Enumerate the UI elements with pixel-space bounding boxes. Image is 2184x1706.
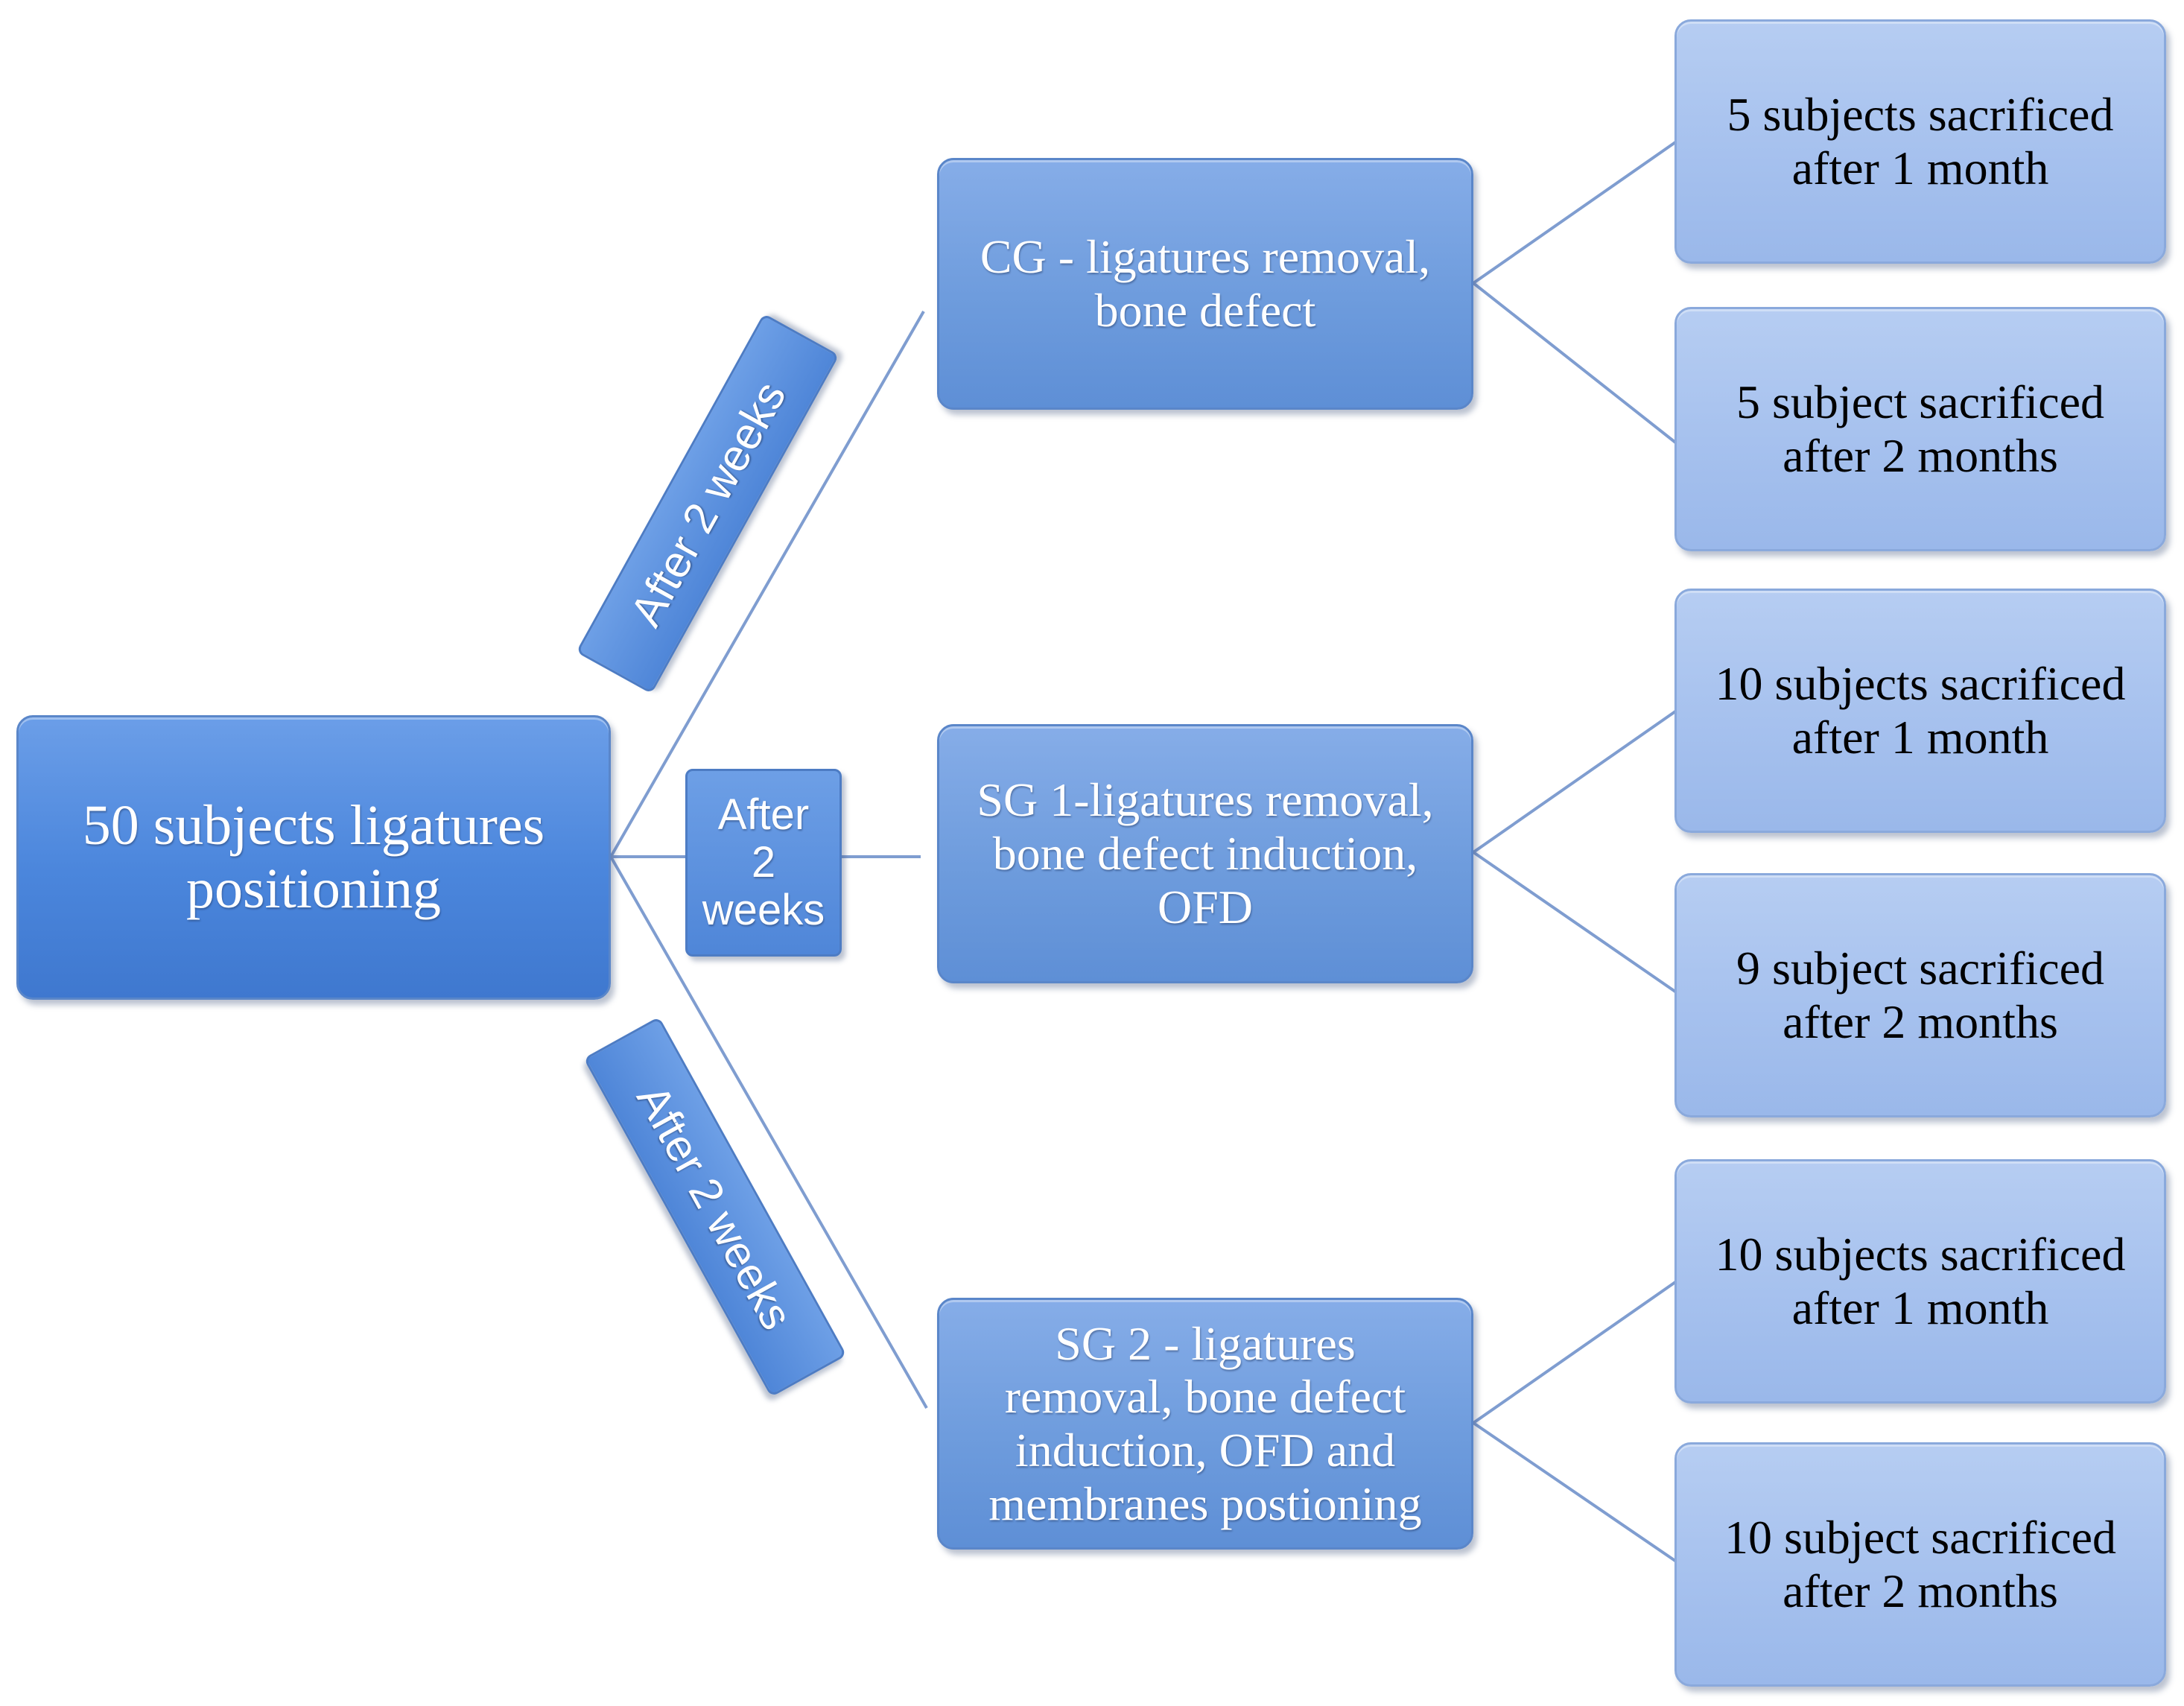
connector-sg2-to-outcome-1 <box>1472 1274 1686 1424</box>
outcome-node-label: 5 subjects sacrificed after 1 month <box>1727 88 2114 194</box>
outcome-node-cg-1-month: 5 subjects sacrificed after 1 month <box>1674 19 2166 264</box>
outcome-node-label: 9 subject sacrificed after 2 months <box>1736 942 2104 1048</box>
transition-label-middle-text: After 2 weeks <box>702 790 825 934</box>
outcome-node-sg2-1-month: 10 subjects sacrificed after 1 month <box>1674 1159 2166 1404</box>
outcome-node-sg1-1-month: 10 subjects sacrificed after 1 month <box>1674 589 2166 833</box>
outcome-node-sg2-2-months: 10 subject sacrificed after 2 months <box>1674 1442 2166 1687</box>
group-node-cg-label: CG - ligatures removal, bone defect <box>980 230 1431 337</box>
outcome-node-label: 5 subject sacrificed after 2 months <box>1736 375 2104 482</box>
connector-sg1-to-outcome-1 <box>1472 703 1686 854</box>
group-node-sg1-label: SG 1-ligatures removal, bone defect indu… <box>977 773 1434 933</box>
outcome-node-label: 10 subject sacrificed after 2 months <box>1724 1511 2116 1617</box>
connector-sg1-to-outcome-2 <box>1472 851 1686 1000</box>
root-node-ligatures-positioning: 50 subjects ligatures positioning <box>16 715 611 1000</box>
connector-cg-to-outcome-1 <box>1472 134 1686 285</box>
outcome-node-label: 10 subjects sacrificed after 1 month <box>1715 1228 2126 1334</box>
group-node-sg2: SG 2 - ligatures removal, bone defect in… <box>937 1298 1473 1550</box>
outcome-node-sg1-2-months: 9 subject sacrificed after 2 months <box>1674 873 2166 1117</box>
root-node-label: 50 subjects ligatures positioning <box>82 793 545 920</box>
connector-root-to-cg <box>609 311 925 857</box>
connector-cg-to-outcome-2 <box>1472 282 1686 451</box>
outcome-node-cg-2-months: 5 subject sacrificed after 2 months <box>1674 307 2166 551</box>
group-node-sg1: SG 1-ligatures removal, bone defect indu… <box>937 724 1473 983</box>
group-node-cg: CG - ligatures removal, bone defect <box>937 158 1473 410</box>
connector-sg2-to-outcome-2 <box>1472 1421 1686 1569</box>
transition-label-middle: After 2 weeks <box>685 769 842 957</box>
connector-root-to-sg2 <box>609 856 928 1409</box>
group-node-sg2-label: SG 2 - ligatures removal, bone defect in… <box>988 1316 1422 1530</box>
outcome-node-label: 10 subjects sacrificed after 1 month <box>1715 657 2126 764</box>
